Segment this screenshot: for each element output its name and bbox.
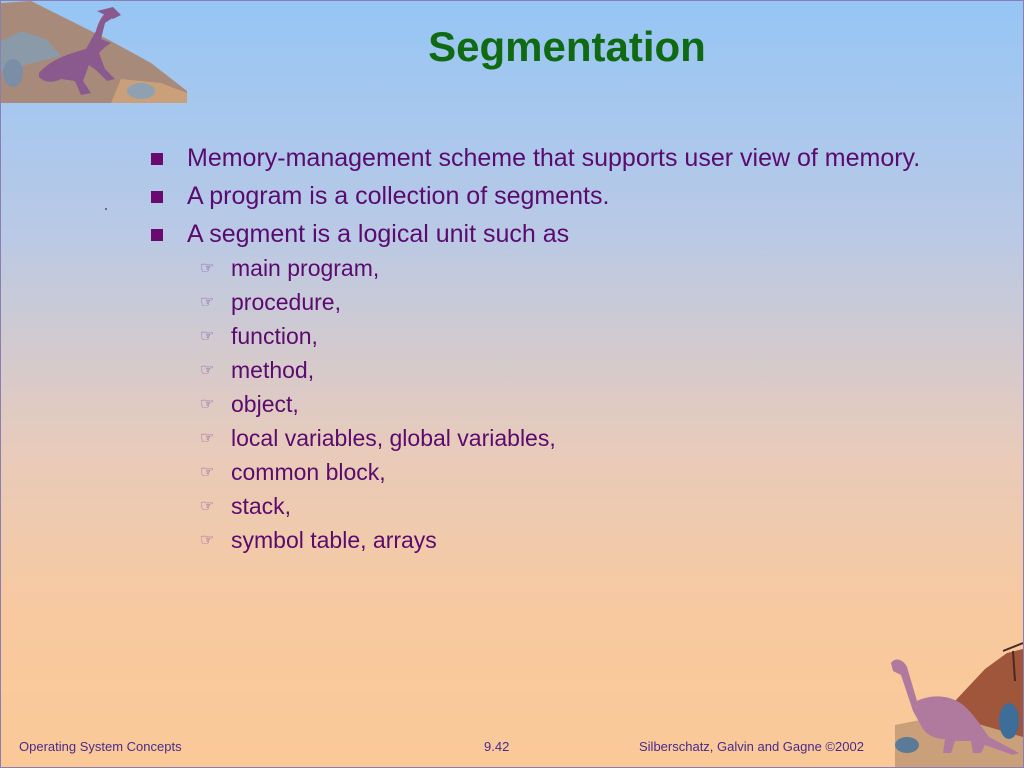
pointing-hand-icon: ☞	[200, 260, 215, 277]
pointing-hand-icon: ☞	[200, 464, 215, 481]
sub-bullet-item: ☞ method,	[149, 356, 949, 384]
brontosaurus-dinosaur-icon	[891, 642, 1023, 767]
square-bullet-icon	[151, 191, 163, 203]
sub-bullet-item: ☞ object,	[149, 390, 949, 418]
slide-title: Segmentation	[428, 23, 706, 70]
sub-bullet-item: ☞ local variables, global variables,	[149, 424, 949, 452]
pointing-hand-icon: ☞	[200, 532, 215, 549]
bullet-text: A segment is a logical unit such as	[187, 220, 570, 248]
sub-bullet-text: symbol table, arrays	[231, 527, 437, 553]
footer-page-number: 9.42	[484, 739, 510, 754]
pointing-hand-icon: ☞	[200, 396, 215, 413]
bullet-item: Memory-management scheme that supports u…	[149, 143, 949, 174]
sub-bullet-item: ☞ function,	[149, 322, 949, 350]
bullet-text: A program is a collection of segments.	[187, 182, 610, 210]
slide-content: Memory-management scheme that supports u…	[149, 143, 949, 560]
sub-bullet-text: object,	[231, 391, 299, 417]
square-bullet-icon	[151, 229, 163, 241]
footer-course-name: Operating System Concepts	[19, 739, 182, 754]
pointing-hand-icon: ☞	[200, 294, 215, 311]
sub-bullet-item: ☞ symbol table, arrays	[149, 526, 949, 554]
sub-bullet-item: ☞ main program,	[149, 254, 949, 282]
pointing-hand-icon: ☞	[200, 498, 215, 515]
bullet-item: A segment is a logical unit such as	[149, 219, 949, 250]
bullet-text: Memory-management scheme that supports u…	[187, 144, 921, 172]
sub-bullet-text: function,	[231, 323, 318, 349]
footer-copyright: Silberschatz, Galvin and Gagne ©2002	[639, 739, 864, 754]
sub-bullet-item: ☞ common block,	[149, 458, 949, 486]
sub-bullet-text: procedure,	[231, 289, 341, 315]
pointing-hand-icon: ☞	[200, 362, 215, 379]
pointing-hand-icon: ☞	[200, 430, 215, 447]
sub-bullet-text: stack,	[231, 493, 292, 519]
sub-bullet-text: method,	[231, 357, 315, 383]
sub-bullet-text: main program,	[231, 255, 380, 281]
square-bullet-icon	[151, 153, 163, 165]
stray-mark	[105, 208, 107, 210]
sub-bullet-text: common block,	[231, 459, 386, 485]
sub-bullet-text: local variables, global variables,	[231, 425, 556, 451]
pointing-hand-icon: ☞	[200, 328, 215, 345]
t-rex-dinosaur-icon	[1, 1, 187, 103]
sub-bullet-item: ☞ procedure,	[149, 288, 949, 316]
bullet-item: A program is a collection of segments.	[149, 181, 949, 212]
sub-bullet-item: ☞ stack,	[149, 492, 949, 520]
